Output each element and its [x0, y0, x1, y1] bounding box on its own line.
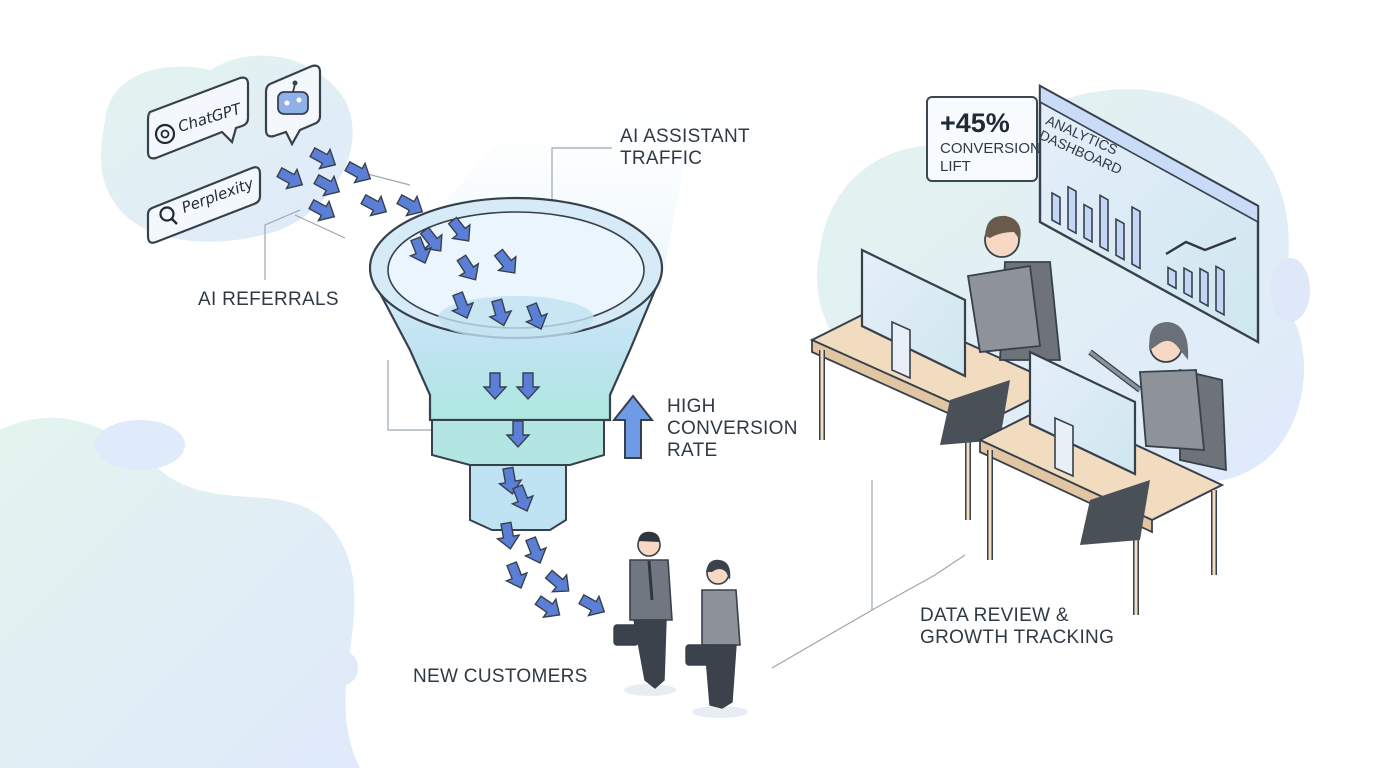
dashboard-bar — [1167, 266, 1177, 290]
dashboard-bar — [1067, 185, 1077, 235]
chatgpt-logo-icon — [154, 123, 176, 145]
monitor-back — [860, 248, 967, 380]
flow-arrow — [495, 521, 521, 550]
flow-arrow — [523, 536, 548, 565]
data-review-label: DATA REVIEW & GROWTH TRACKING — [920, 605, 1114, 649]
traffic-flow-arrows — [276, 146, 606, 619]
briefcase-icon — [613, 624, 639, 646]
high-conversion-rate-label: HIGH CONVERSION RATE — [667, 396, 798, 462]
conversion-lift-card: +45% CONVERSION LIFT — [926, 96, 1041, 182]
flow-arrow — [447, 216, 471, 242]
flow-arrow — [544, 569, 570, 593]
background-blob-small — [95, 420, 185, 470]
flow-arrow — [456, 254, 480, 281]
dashboard-bar — [1083, 203, 1093, 244]
flow-arrow — [360, 193, 388, 217]
dashboard-bar — [1099, 194, 1109, 253]
label-line: TRAFFIC — [620, 148, 703, 169]
flow-arrow — [524, 302, 549, 331]
dashboard-bar — [1215, 265, 1225, 317]
label-line: HIGH — [667, 396, 716, 417]
conversion-lift-value: +45% — [940, 108, 1010, 138]
conversion-funnel — [368, 196, 664, 531]
flow-arrow — [504, 561, 529, 590]
chatgpt-chip: ChatGPT — [146, 76, 250, 160]
new-customers-figures — [613, 531, 748, 718]
caption-line: CONVERSION — [940, 140, 1041, 157]
label-line: GROWTH TRACKING — [920, 627, 1115, 648]
dashboard-trend-chart — [1167, 265, 1225, 317]
flow-arrow — [505, 420, 531, 449]
flow-arrow — [309, 146, 337, 170]
background-dot — [322, 650, 358, 686]
flow-arrow — [308, 198, 336, 222]
dashboard-bar-chart — [1051, 185, 1141, 270]
new-customers-label: NEW CUSTOMERS — [413, 666, 588, 687]
trend-line-icon — [1165, 236, 1237, 256]
background-blob-bottom-left — [0, 417, 360, 768]
flow-arrow — [578, 593, 606, 617]
conversion-lift-caption: CONVERSION LIFT — [940, 140, 1041, 176]
flow-arrow — [534, 595, 561, 619]
dashboard-bar — [1131, 205, 1141, 270]
robot-icon — [277, 80, 309, 115]
robot-assistant-chip — [264, 64, 322, 147]
flow-arrow — [482, 372, 508, 401]
customer-man — [613, 531, 673, 689]
label-line: DATA REVIEW & — [920, 605, 1069, 626]
flow-arrow — [510, 484, 535, 513]
flow-arrow — [493, 248, 517, 274]
flow-arrow — [396, 193, 424, 217]
flow-arrow — [419, 226, 443, 252]
flow-arrow — [408, 236, 433, 265]
background-blob-right-small — [1270, 258, 1310, 322]
dashboard-bar — [1051, 191, 1061, 226]
flow-arrow — [450, 291, 475, 320]
dashboard-bar — [1183, 266, 1193, 299]
flow-arrow — [515, 372, 541, 401]
label-line: AI ASSISTANT — [620, 126, 750, 147]
briefcase-icon — [685, 644, 711, 666]
analytics-dashboard-panel — [1038, 83, 1260, 345]
flow-arrow — [488, 298, 513, 327]
dashboard-bar — [1199, 267, 1209, 308]
search-icon — [159, 206, 178, 225]
label-line: CONVERSION — [667, 418, 798, 439]
analyst-man — [940, 215, 1061, 445]
flow-arrow — [344, 160, 372, 184]
ai-referrals-label: AI REFERRALS — [198, 289, 339, 310]
flow-arrow — [276, 166, 304, 190]
ai-assistant-traffic-label: AI ASSISTANT TRAFFIC — [620, 126, 750, 170]
office-scene — [809, 83, 1260, 615]
customer-woman — [685, 559, 741, 709]
label-line: RATE — [667, 440, 718, 461]
caption-line: LIFT — [940, 158, 971, 175]
flow-arrow — [313, 173, 341, 197]
monitor-front — [1028, 350, 1137, 478]
up-arrow-icon — [611, 394, 655, 459]
analyst-woman — [1080, 322, 1227, 545]
dashboard-bar — [1115, 217, 1125, 261]
